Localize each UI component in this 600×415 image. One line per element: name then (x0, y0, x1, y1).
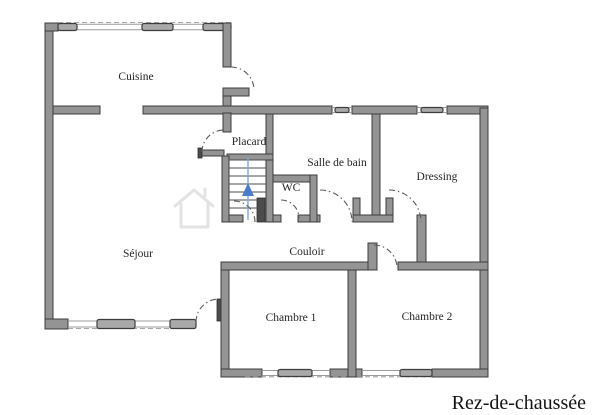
room-label-salle-de-bain: Salle de bain (307, 157, 367, 169)
room-labels: Cuisine Placard Salle de bain WC Dressin… (118, 71, 457, 324)
door-arcs (195, 66, 422, 323)
watermark-house-icon (173, 187, 215, 229)
room-label-chambre2: Chambre 2 (402, 311, 453, 323)
bedroom2-door-arc (373, 244, 398, 269)
floor-title: Rez-de-chaussée (452, 392, 586, 414)
room-label-dressing: Dressing (417, 171, 458, 183)
room-label-couloir: Couloir (289, 246, 324, 258)
entrance-door-arc (195, 298, 220, 323)
staircase (229, 158, 266, 220)
dressing-door-arc (388, 189, 422, 223)
walls (44, 22, 489, 378)
stairs-up-arrow-icon (242, 158, 254, 220)
room-label-wc: WC (282, 182, 301, 194)
stair-door-arc (233, 200, 256, 223)
entrance-door-leaf (216, 298, 222, 322)
room-label-chambre1: Chambre 1 (266, 312, 317, 324)
wc-door-arc (280, 199, 300, 219)
room-label-placard: Placard (232, 136, 267, 148)
bathroom-door-arc (319, 189, 353, 223)
placard-door-arc (201, 129, 225, 153)
room-label-cuisine: Cuisine (118, 71, 153, 83)
kitchen-exterior-door-arc (230, 66, 255, 91)
room-label-sejour: Séjour (123, 248, 153, 260)
